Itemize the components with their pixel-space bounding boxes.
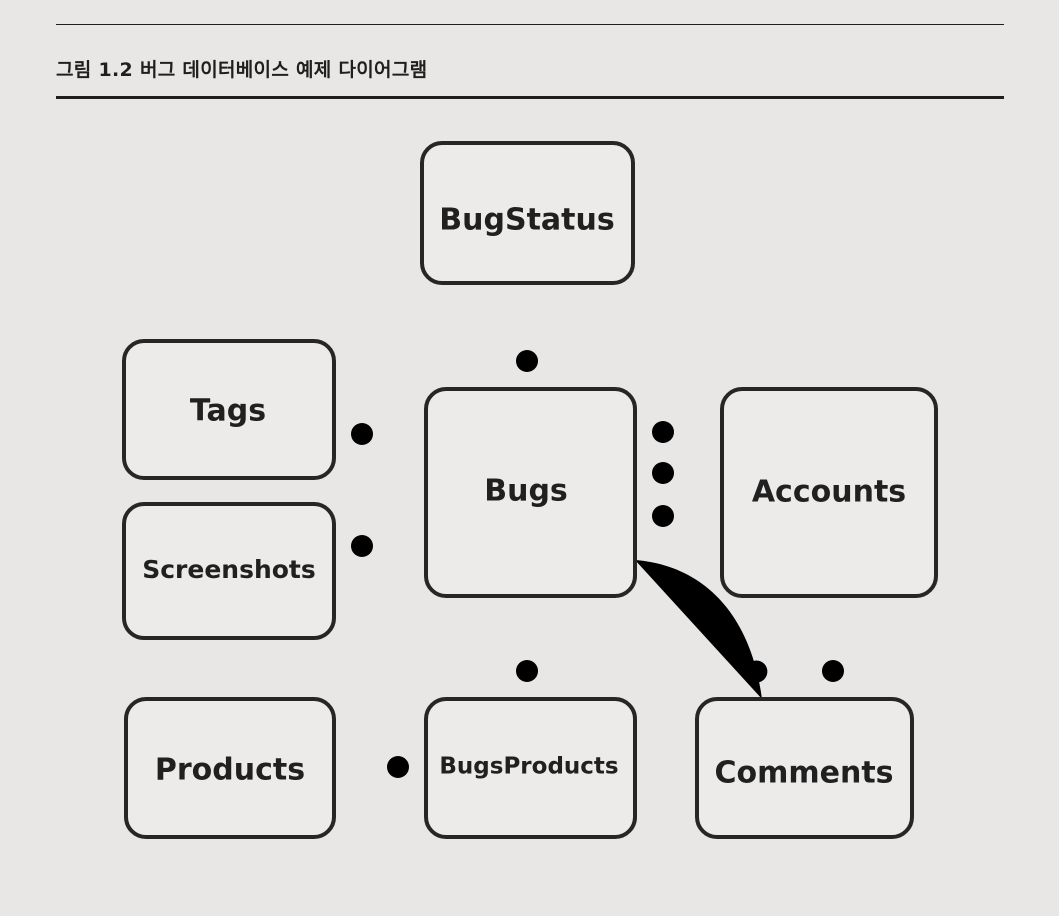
- entity-bugstatus-label: BugStatus: [439, 203, 614, 238]
- figure-caption: 그림 1.2 버그 데이터베이스 예제 다이어그램: [56, 59, 428, 81]
- products-bugsproducts-crow-foot: [410, 755, 426, 779]
- entity-screenshots-label: Screenshots: [142, 555, 316, 584]
- bugstatus-bugs-zero-circle: [516, 350, 538, 372]
- bugs-comments-zero-circle: [745, 660, 768, 683]
- entity-bugs-label: Bugs: [484, 474, 568, 509]
- entity-accounts: Accounts: [720, 387, 938, 598]
- accounts-comments-zero-circle: [822, 660, 844, 682]
- accounts-bugs-2-zero-circle: [652, 462, 674, 484]
- entity-comments: Comments: [695, 697, 914, 839]
- entity-bugs: Bugs: [424, 387, 637, 598]
- products-bugsproducts-zero-circle: [387, 756, 409, 778]
- entity-comments-label: Comments: [714, 756, 893, 791]
- accounts-bugs-3-zero-circle: [652, 505, 674, 527]
- accounts-bugs-1-crow-foot: [635, 420, 651, 444]
- caption-bottom-rule: [56, 96, 1004, 99]
- caption-top-rule: [56, 24, 1004, 25]
- entity-accounts-label: Accounts: [752, 475, 906, 510]
- accounts-bugs-2-crow-foot: [635, 461, 651, 485]
- entity-bugsproducts-label: BugsProducts: [439, 754, 618, 780]
- bugs-tags-zero-circle: [351, 423, 373, 445]
- accounts-bugs-1-zero-circle: [652, 421, 674, 443]
- bugs-bugsproducts-crow-foot: [515, 683, 539, 699]
- entity-bugsproducts: BugsProducts: [424, 697, 637, 839]
- entity-screenshots: Screenshots: [122, 502, 336, 640]
- relationship-lines: [334, 350, 845, 779]
- accounts-comments-crow-foot: [821, 683, 845, 699]
- entity-products-label: Products: [155, 753, 305, 788]
- bugs-comments-line: [635, 560, 762, 699]
- bugs-bugsproducts-zero-circle: [516, 660, 538, 682]
- bugs-tags-crow-foot: [334, 422, 350, 446]
- entity-products: Products: [124, 697, 336, 839]
- bugstatus-bugs-crow-foot: [515, 373, 539, 389]
- entity-tags: Tags: [122, 339, 336, 480]
- bugs-screenshots-crow-foot: [334, 534, 350, 558]
- entity-tags-label: Tags: [190, 394, 266, 429]
- entity-bugstatus: BugStatus: [420, 141, 635, 285]
- bugs-screenshots-zero-circle: [351, 535, 373, 557]
- accounts-bugs-3-crow-foot: [635, 504, 651, 528]
